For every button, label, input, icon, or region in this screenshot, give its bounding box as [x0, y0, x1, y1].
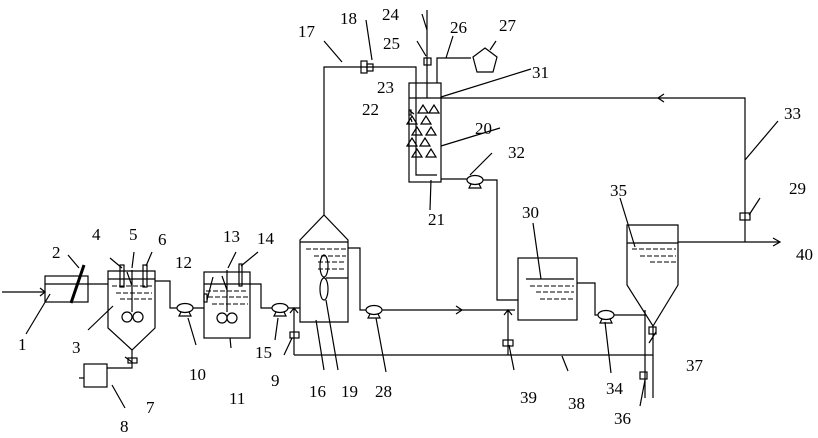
reactor-20	[405, 82, 442, 183]
label-18: 18	[340, 9, 357, 28]
label-8: 8	[120, 417, 129, 436]
label-38: 38	[568, 394, 585, 413]
label-9: 9	[271, 371, 280, 390]
label-40: 40	[796, 245, 813, 264]
label-6: 6	[158, 230, 167, 249]
valve-39	[502, 339, 514, 347]
gas-holder-27	[472, 47, 498, 73]
valve-36	[639, 371, 648, 380]
label-11: 11	[229, 389, 245, 408]
pump-28	[365, 304, 383, 319]
label-7: 7	[146, 398, 155, 417]
label-10: 10	[189, 365, 206, 384]
valve-29	[739, 212, 751, 221]
label-27: 27	[499, 16, 517, 35]
valve-25	[423, 57, 432, 66]
label-13: 13	[223, 227, 240, 246]
label-21: 21	[428, 210, 445, 229]
label-5: 5	[129, 225, 138, 244]
label-35: 35	[610, 181, 627, 200]
tank-3	[107, 264, 156, 351]
aerator-19	[319, 254, 329, 278]
label-33: 33	[784, 104, 801, 123]
label-12: 12	[175, 253, 192, 272]
label-22: 22	[362, 100, 379, 119]
screen-box-1	[44, 275, 89, 303]
label-3: 3	[72, 338, 81, 357]
valve-37	[648, 326, 657, 335]
tank-11	[203, 263, 251, 339]
pump-34	[597, 309, 615, 324]
valve-7	[127, 357, 138, 364]
label-4: 4	[92, 225, 101, 244]
grille-2	[69, 264, 86, 304]
pump-10	[176, 302, 194, 317]
label-23: 23	[377, 78, 394, 97]
settler-35	[626, 224, 679, 328]
packing-triangles	[405, 103, 441, 158]
label-2: 2	[52, 243, 61, 262]
label-39: 39	[520, 388, 537, 407]
box-8	[83, 363, 108, 388]
label-1: 1	[18, 335, 27, 354]
pump-32	[466, 174, 484, 189]
label-16: 16	[309, 382, 326, 401]
label-32: 32	[508, 143, 525, 162]
inlet-pipe	[2, 287, 46, 297]
label-28: 28	[375, 382, 392, 401]
label-24: 24	[382, 5, 400, 24]
label-20: 20	[475, 119, 492, 138]
labels: 1 2 3 4 5 6 7 8 9 10 11 12 13 14 15 16 1…	[18, 5, 813, 436]
label-14: 14	[257, 229, 275, 248]
label-19: 19	[341, 382, 358, 401]
label-36: 36	[614, 409, 631, 428]
label-29: 29	[789, 179, 806, 198]
label-17: 17	[298, 22, 316, 41]
label-26: 26	[450, 18, 467, 37]
pump-15	[271, 302, 289, 317]
label-30: 30	[522, 203, 539, 222]
label-15: 15	[255, 343, 272, 362]
label-34: 34	[606, 379, 624, 398]
label-31: 31	[532, 63, 549, 82]
column-16	[299, 214, 349, 323]
label-37: 37	[686, 356, 704, 375]
valve-9	[289, 331, 300, 339]
tank-30	[517, 257, 578, 321]
label-25: 25	[383, 34, 400, 53]
